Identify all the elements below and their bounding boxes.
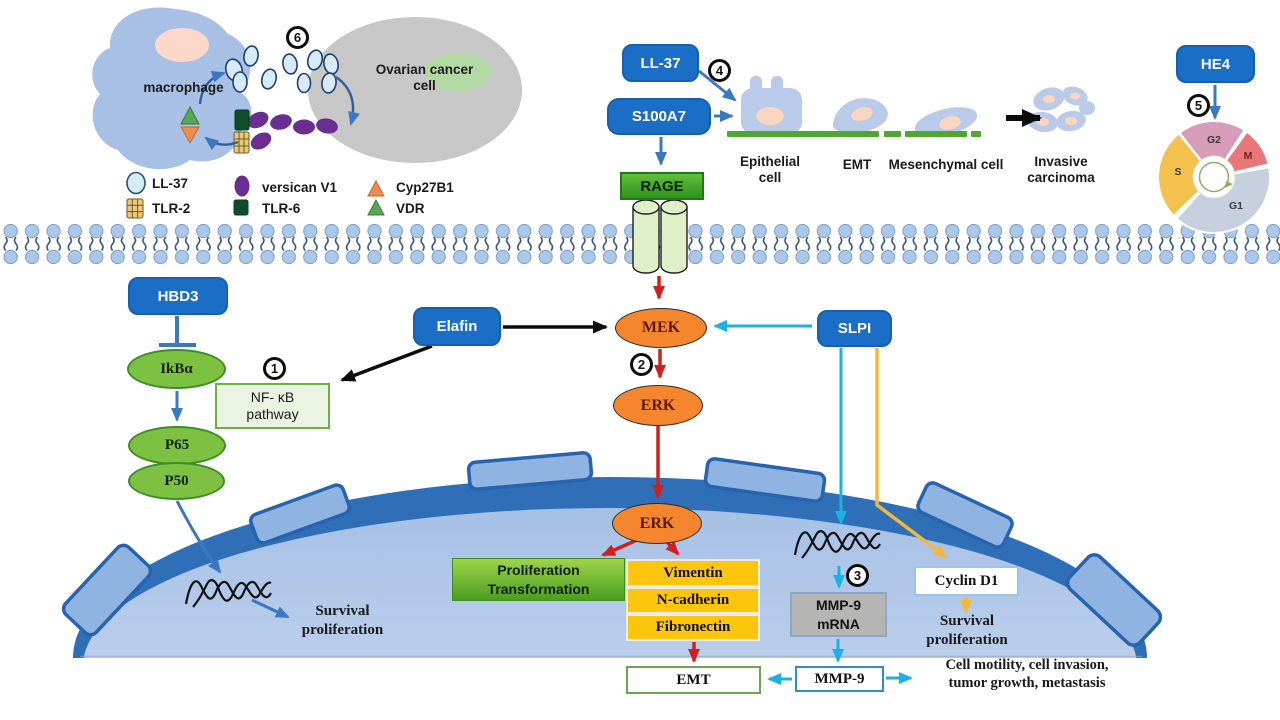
p65-ellipse: P65 [128, 426, 226, 465]
invasive-carcinoma-icon [1028, 86, 1095, 133]
he4-box: HE4 [1176, 45, 1255, 83]
mesenchymal-cell-icon [914, 107, 978, 137]
cancer-label-line2: cell [413, 77, 436, 93]
tlr6-receptor-icon [234, 109, 250, 131]
epithelial-label-line2: cell [758, 169, 782, 185]
nfkb-label-line1: NF- κB [250, 388, 295, 405]
epithelial-cell-label: Epithelial cell [732, 154, 808, 185]
step-2-badge: 2 [630, 353, 653, 376]
step-4-badge: 4 [708, 59, 731, 82]
legend-ll37-label: LL-37 [152, 176, 189, 191]
vimentin-box: Vimentin [626, 559, 760, 587]
step-3-badge: 3 [846, 564, 869, 587]
nfkb-label-line2: pathway [246, 406, 299, 422]
phase-g1-label: G1 [1228, 200, 1243, 212]
p50-ellipse: P50 [128, 462, 225, 500]
phase-g2-label: G2 [1206, 134, 1221, 146]
rage-receptor-icon [632, 199, 688, 274]
outcome-line1: Cell motility, cell invasion, [945, 657, 1109, 673]
step-1-badge: 1 [263, 357, 286, 380]
epithelial-label-line1: Epithelial [739, 154, 800, 169]
cyan-arrows [713, 320, 913, 685]
survival-right-line2: proliferation [926, 631, 1008, 648]
outcome-line2: tumor growth, metastasis [948, 675, 1106, 692]
mmp9-mrna-line1: MMP-9 [815, 597, 862, 614]
cyp27b1-icon [180, 126, 200, 145]
cancer-cell-green-spot [425, 53, 491, 91]
mmp9-mrna-box: MMP-9 mRNA [790, 592, 887, 637]
hbd3-box: HBD3 [128, 277, 228, 315]
proliferation-transformation-box: Proliferation Transformation [452, 558, 625, 601]
step-5-badge: 5 [1187, 94, 1210, 117]
survival-left-line1: Survival [315, 603, 370, 619]
versican-v1-icons [247, 111, 338, 150]
ovarian-cancer-cell-shape [308, 17, 522, 163]
invasive-carcinoma-label: Invasive carcinoma [1010, 154, 1112, 185]
ovarian-cancer-cell-label: Ovarian cancer cell [362, 62, 487, 93]
rage-box: RAGE [620, 172, 704, 200]
blue-arrows [159, 69, 1221, 619]
legend-vdr-label: VDR [396, 201, 425, 216]
survival-proliferation-left-label: Survival proliferation [280, 602, 405, 640]
mmp9-box: MMP-9 [795, 666, 884, 692]
phase-s-label: S [1174, 166, 1182, 178]
cell-motility-outcome-label: Cell motility, cell invasion, tumor grow… [917, 656, 1137, 692]
erk-nucleus-ellipse: ERK [612, 503, 702, 544]
yellow-arrows [875, 348, 972, 614]
invasive-label-line1: Invasive [1034, 154, 1088, 169]
mmp9-mrna-line2: mRNA [817, 615, 860, 632]
nfkb-pathway-box: NF- κB pathway [215, 383, 330, 429]
emt-axis-label: EMT [842, 157, 872, 172]
ncadherin-box: N-cadherin [626, 587, 760, 614]
survival-proliferation-right-label: Survival proliferation [908, 612, 1026, 650]
survival-right-line1: Survival [939, 613, 995, 629]
survival-left-line2: proliferation [301, 621, 384, 638]
macrophage-arrows [198, 70, 360, 151]
slpi-box: SLPI [817, 310, 892, 347]
emt-cell-icon [833, 98, 888, 134]
red-arrows [601, 276, 700, 663]
cyclin-d1-box: Cyclin D1 [914, 566, 1019, 596]
elafin-box: Elafin [413, 307, 501, 346]
dna-icon [184, 579, 272, 608]
erk-ellipse: ERK [613, 385, 703, 426]
epithelial-cell-icon [741, 76, 802, 134]
prolif-line2: Transformation [487, 580, 590, 597]
emt-outcome-box: EMT [626, 666, 761, 694]
mesenchymal-cell-label: Mesenchymal cell [888, 157, 1004, 172]
nuclear-pore-icons [61, 451, 1163, 647]
prolif-line1: Proliferation [497, 562, 580, 579]
cell-cycle-chart [1157, 120, 1272, 235]
invasive-label-line2: carcinoma [1027, 169, 1095, 185]
mek-ellipse: MEK [615, 308, 707, 348]
legend-icons [126, 171, 385, 219]
ll37-box: LL-37 [622, 44, 699, 82]
black-arrows [340, 109, 1042, 382]
macrophage-cell-shape [92, 7, 252, 170]
legend-cyp27b1-label: Cyp27B1 [396, 180, 454, 195]
legend-tlr6-label: TLR-6 [262, 201, 301, 216]
vdr-icon [180, 105, 200, 125]
legend-tlr2-label: TLR-2 [152, 201, 191, 216]
phase-m-label: M [1243, 150, 1253, 162]
cancer-label-line1: Ovarian cancer [375, 62, 474, 77]
basement-membrane-bars [727, 131, 981, 137]
step-6-badge: 6 [286, 26, 309, 49]
fibronectin-box: Fibronectin [626, 614, 760, 641]
legend-versican-label: versican V1 [262, 180, 338, 195]
ikba-ellipse: IkBα [127, 349, 226, 389]
s100a7-box: S100A7 [607, 98, 711, 135]
macrophage-label: macrophage [143, 80, 224, 95]
macrophage-nucleus [155, 28, 209, 62]
ll37-peptide-icons [224, 45, 339, 94]
